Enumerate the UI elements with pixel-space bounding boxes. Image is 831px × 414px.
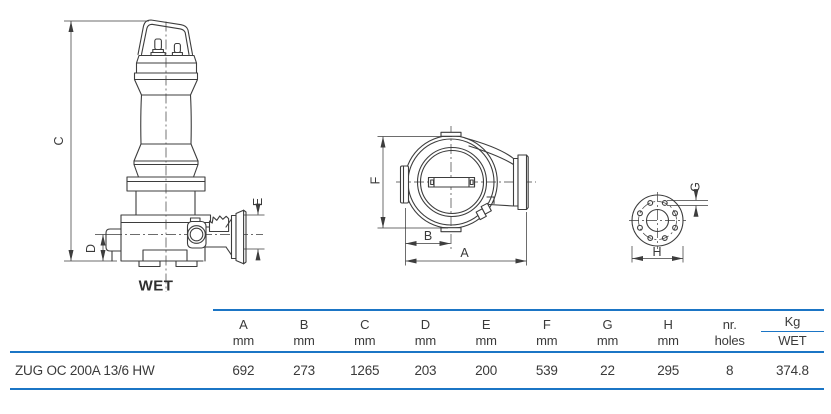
dim-label-a: A xyxy=(460,246,469,260)
value-c: 1265 xyxy=(350,363,380,378)
value-kg-wet: 374.8 xyxy=(775,363,809,378)
col-header-e: E mm xyxy=(455,309,517,351)
dim-label-c: C xyxy=(52,136,66,145)
col-header-g: G mm xyxy=(577,309,638,351)
dim-label-b: B xyxy=(424,229,432,243)
value-d: 203 xyxy=(414,363,437,378)
header-spacer xyxy=(10,309,213,351)
col-header-d: D mm xyxy=(395,309,456,351)
pump-side-view: C D E WET xyxy=(52,19,265,295)
value-f: 539 xyxy=(535,363,558,378)
col-header-holes: nr. holes xyxy=(698,309,761,351)
col-header-f: F mm xyxy=(516,309,578,351)
flange-view: G H xyxy=(629,182,708,263)
dim-label-d: D xyxy=(84,244,98,253)
dim-label-h: H xyxy=(652,245,661,259)
value-h: 295 xyxy=(657,363,680,378)
col-header-a: A mm xyxy=(213,309,274,351)
volute-top-view: F B A xyxy=(369,126,536,266)
spec-table-row: ZUG OC 200A 13/6 HW 692 273 1265 203 200… xyxy=(10,353,824,390)
value-holes: 8 xyxy=(726,363,734,378)
col-header-b: B mm xyxy=(273,309,335,351)
value-b: 273 xyxy=(293,363,315,378)
spec-table: A mm B mm C mm D mm E mm F mm xyxy=(10,302,824,390)
dim-label-f: F xyxy=(369,176,383,184)
value-a: 692 xyxy=(232,363,255,378)
col-header-c: C mm xyxy=(334,309,396,351)
value-g: 22 xyxy=(600,363,615,378)
wet-caption: WET xyxy=(139,278,174,295)
value-e: 200 xyxy=(475,363,498,378)
model-name: ZUG OC 200A 13/6 HW xyxy=(15,363,155,378)
spec-table-header: A mm B mm C mm D mm E mm F mm xyxy=(10,309,824,353)
dim-label-e: E xyxy=(251,198,265,206)
technical-drawings: C D E WET xyxy=(52,19,708,295)
dim-label-g: G xyxy=(689,182,703,192)
col-header-kg-wet: Kg WET xyxy=(760,309,824,351)
col-header-h: H mm xyxy=(637,309,699,351)
